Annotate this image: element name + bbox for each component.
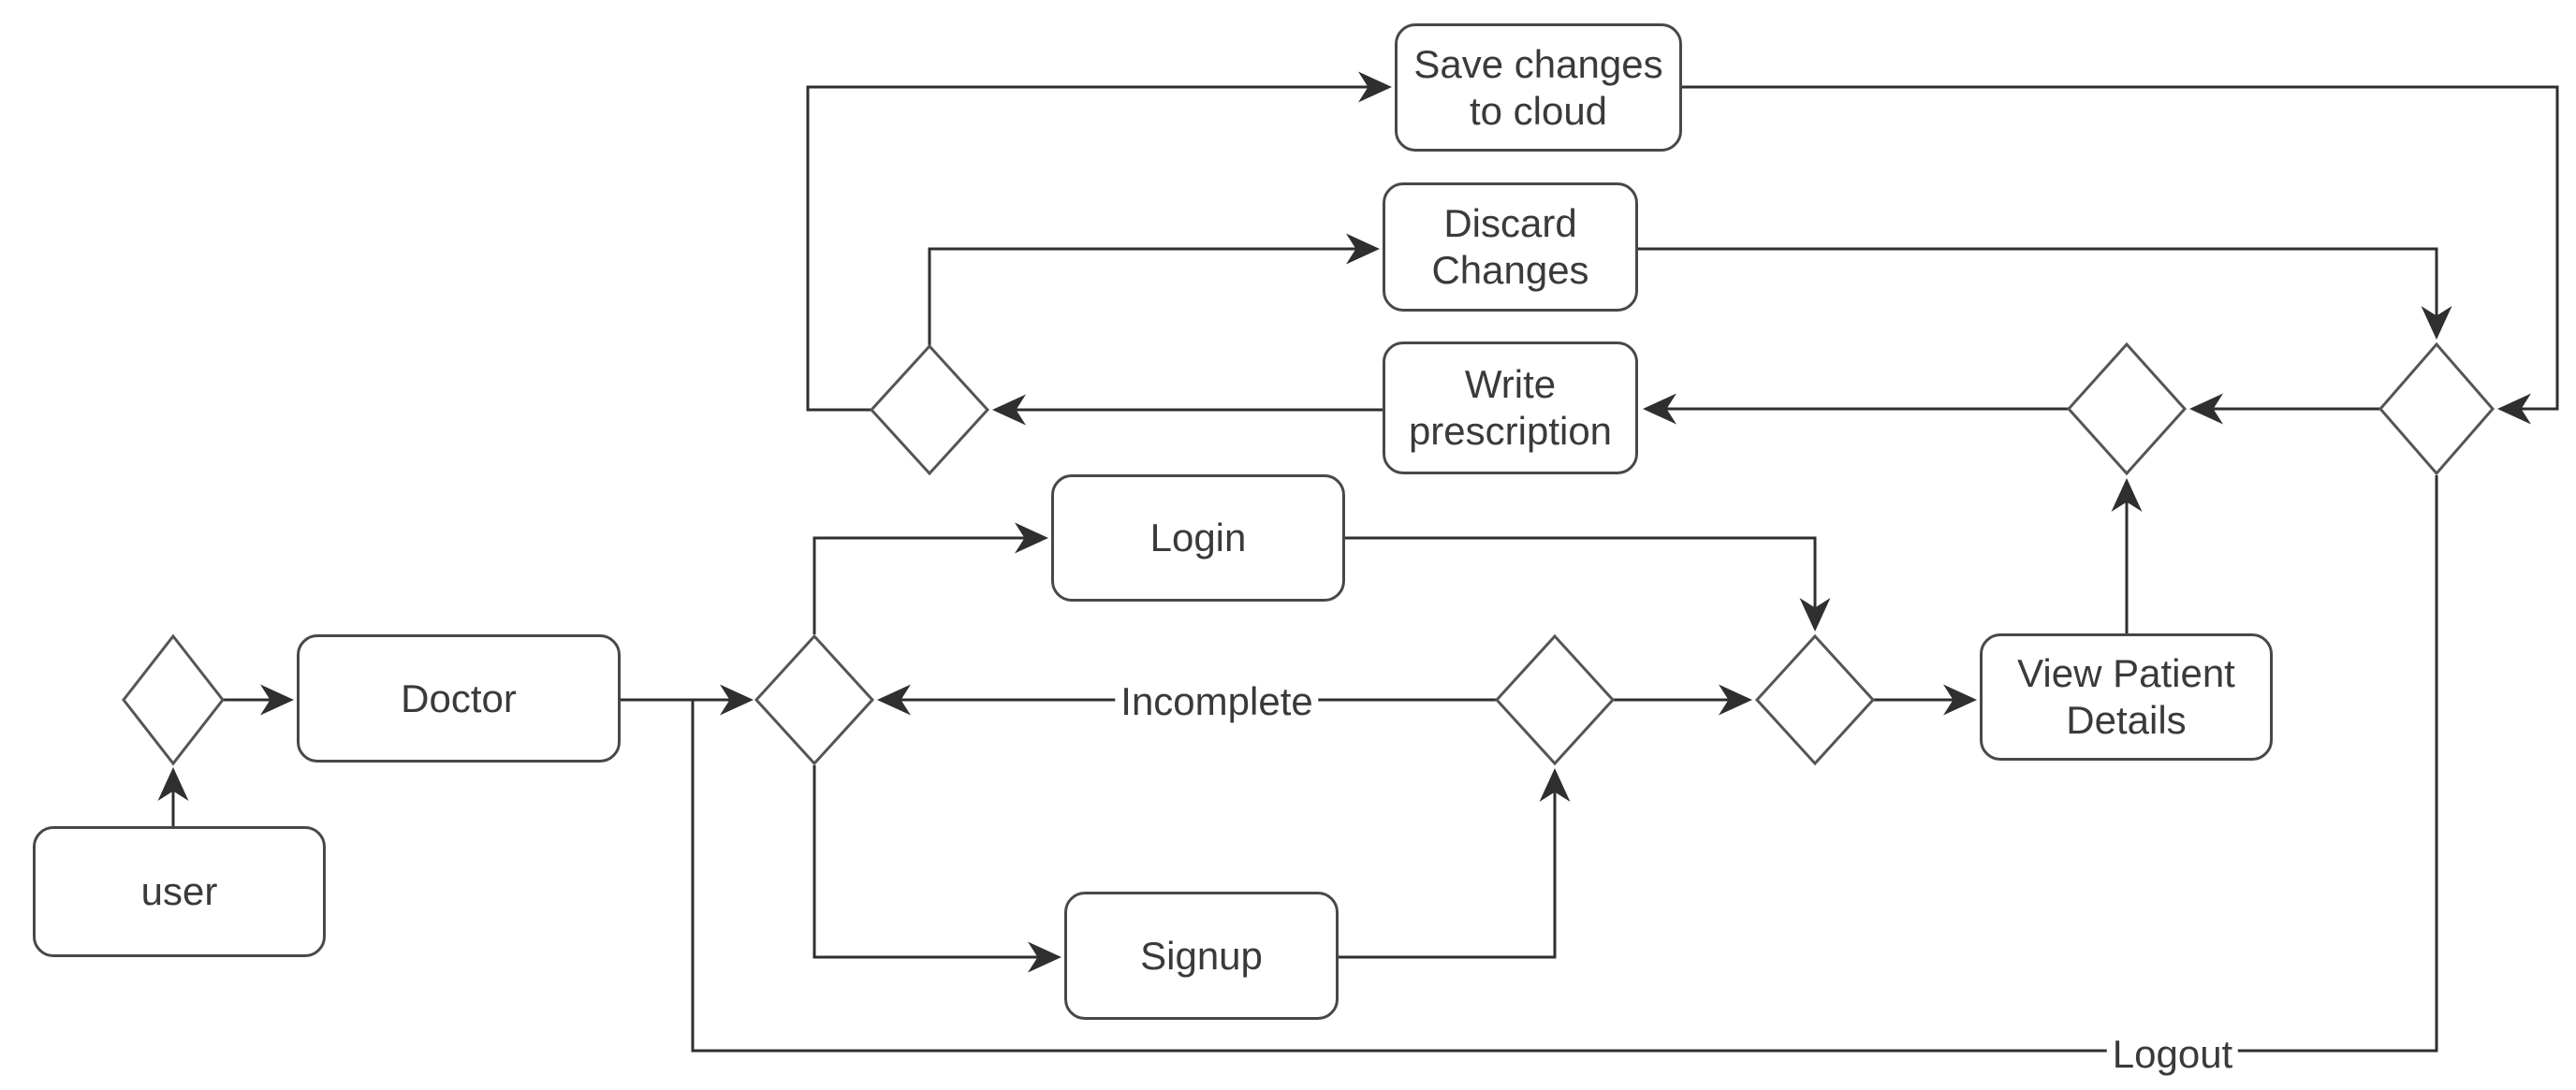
diamond-connector-6 <box>869 343 990 476</box>
node-discard-changes-label: Discard Changes <box>1431 201 1589 292</box>
node-user-label: user <box>140 869 218 914</box>
diamond-connector-1 <box>122 633 225 766</box>
node-save-changes-to-cloud: Save changes to cloud <box>1395 23 1682 152</box>
diamond-connector-7 <box>2378 342 2495 476</box>
node-login: Login <box>1051 474 1345 602</box>
diamond-connector-3 <box>1494 633 1616 766</box>
node-login-label: Login <box>1149 516 1247 560</box>
diamond-connector-4 <box>1754 633 1876 766</box>
node-signup-label: Signup <box>1140 933 1263 978</box>
node-write-prescription: Write prescription <box>1383 342 1638 474</box>
node-view-patient-details: View Patient Details <box>1980 633 2273 761</box>
node-doctor-label: Doctor <box>401 676 517 720</box>
edge-label-logout: Logout <box>2106 1033 2239 1076</box>
node-write-prescription-label: Write prescription <box>1408 362 1613 453</box>
node-doctor: Doctor <box>297 634 621 763</box>
node-signup: Signup <box>1064 892 1339 1020</box>
node-view-patient-details-label: View Patient Details <box>2017 651 2235 742</box>
connector-lines <box>157 71 2559 1053</box>
decision-diamonds <box>122 342 2495 766</box>
node-user: user <box>33 826 326 957</box>
edge-label-incomplete: Incomplete <box>1115 680 1319 723</box>
node-discard-changes: Discard Changes <box>1383 182 1638 312</box>
diamond-connector-5 <box>2066 342 2188 476</box>
node-save-changes-to-cloud-label: Save changes to cloud <box>1413 41 1663 133</box>
diamond-connector-2 <box>754 633 875 766</box>
